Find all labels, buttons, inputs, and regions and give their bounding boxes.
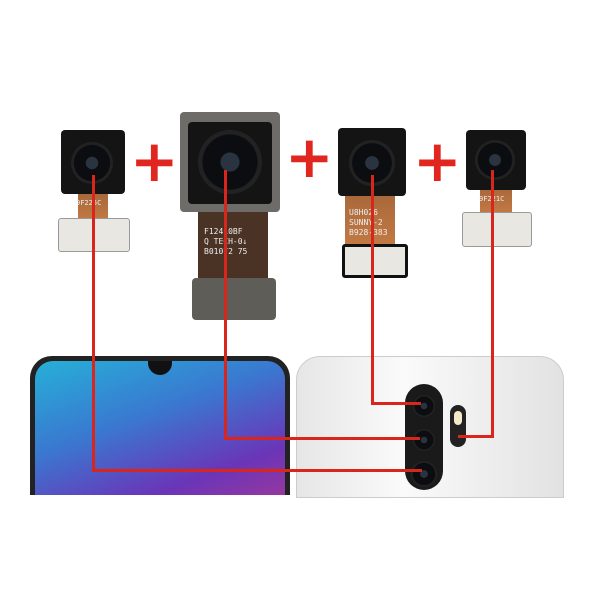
wide-camera-module: U8H026 SUNNY-2 B928-383 — [335, 128, 410, 283]
plus-sign: + — [285, 123, 334, 191]
plus-sign: + — [130, 127, 179, 195]
connector-line — [458, 435, 494, 438]
module-code: F12410BF Q TECH-0↓ B01072 75 — [204, 227, 248, 256]
depth-camera-module: 9F221C — [462, 130, 532, 247]
module-code: 9F225C — [76, 199, 102, 207]
plus-sign: + — [413, 127, 462, 195]
main-camera-module: F12410BF Q TECH-0↓ B01072 75 — [180, 112, 280, 320]
module-code: U8H026 SUNNY-2 B928-383 — [349, 208, 388, 237]
phone-back — [296, 356, 564, 498]
connector-line — [371, 402, 421, 405]
connector-line — [224, 170, 227, 440]
connector-line — [491, 170, 494, 438]
connector-line — [92, 469, 422, 472]
phone-screen — [35, 361, 285, 506]
connector-line — [224, 437, 420, 440]
connector-line — [371, 175, 374, 405]
phone-front — [30, 356, 290, 506]
connector-line — [92, 175, 95, 472]
notch — [148, 361, 172, 375]
